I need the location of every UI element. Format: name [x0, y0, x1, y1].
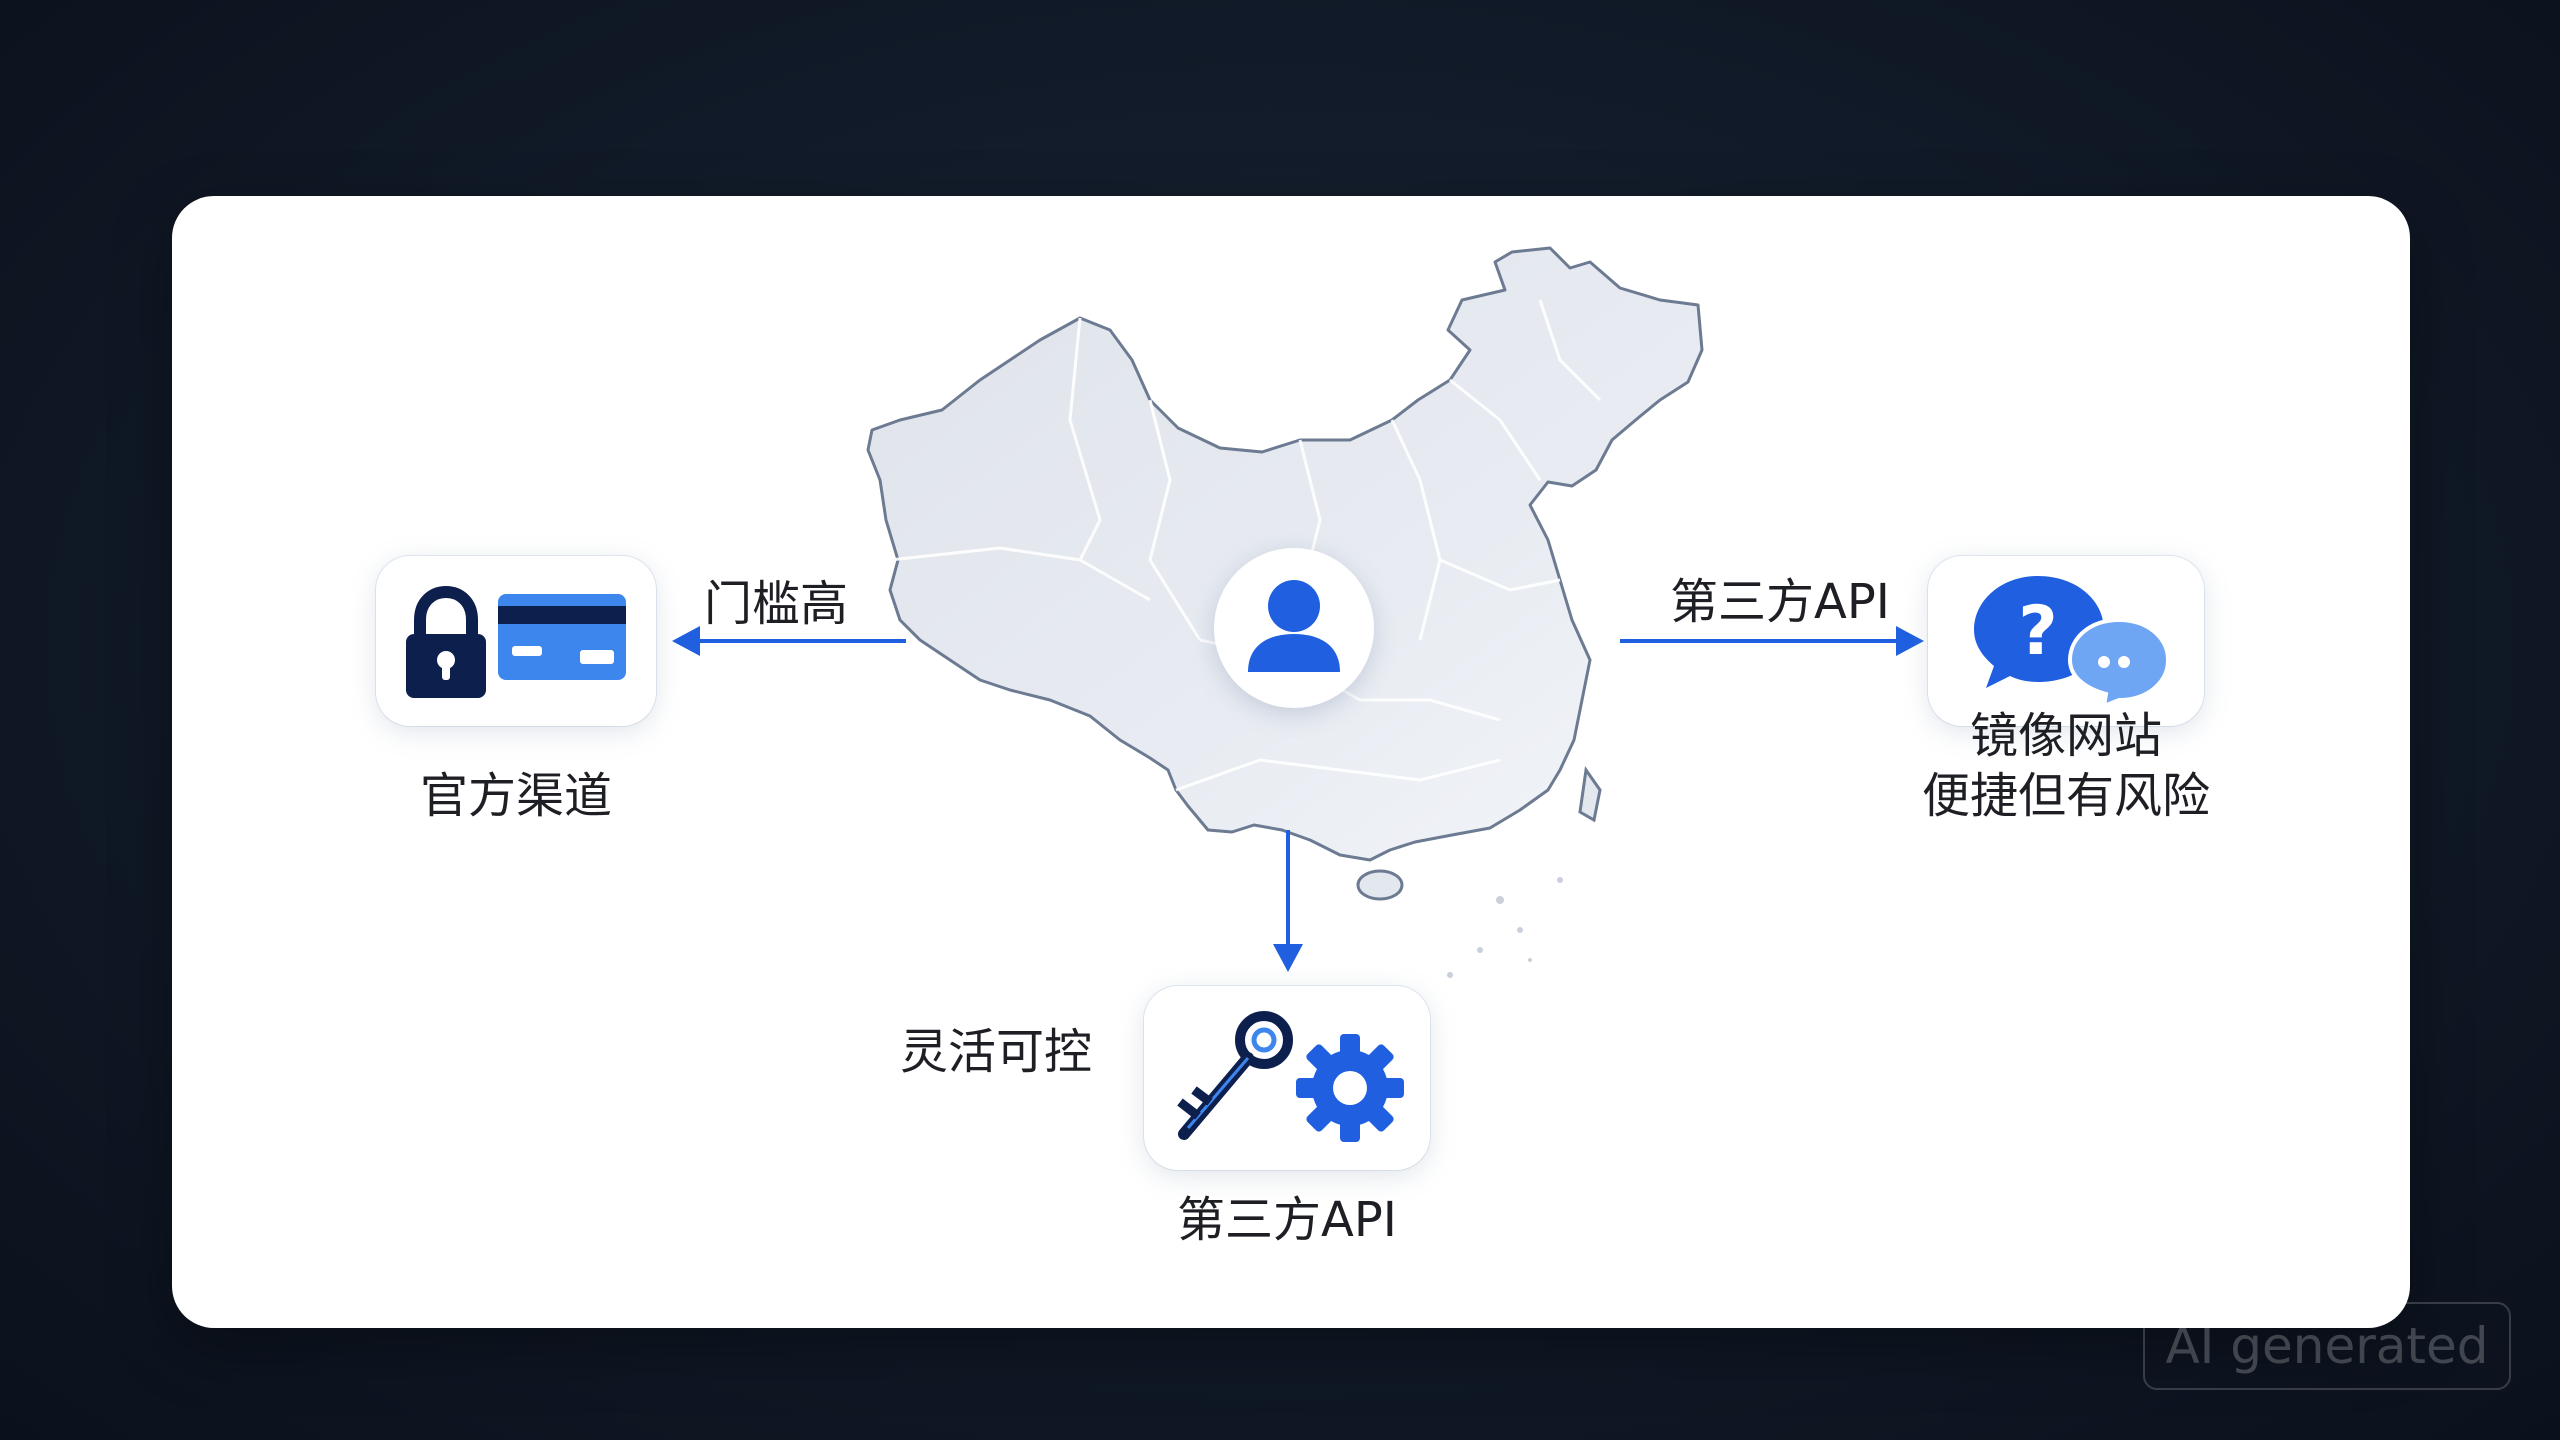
edge-label-left: 门槛高: [704, 576, 849, 632]
official-channel-tile: [376, 556, 656, 726]
mirror-site-label-line2: 便捷但有风险: [1921, 768, 2210, 824]
mirror-site-label-line1: 镜像网站: [1969, 708, 2162, 764]
chat-bubble-icon: [2067, 617, 2171, 710]
edge-label-bottom: 灵活可控: [900, 1024, 1093, 1080]
user-icon: [1248, 580, 1340, 672]
svg-text:?: ?: [2018, 592, 2057, 671]
official-channel-label: 官方渠道: [419, 768, 612, 824]
lock-icon: [406, 585, 486, 698]
credit-card-icon: [498, 594, 626, 680]
key-icon: [1177, 1011, 1293, 1140]
third-party-api-tile: [1144, 986, 1430, 1170]
gear-icon: [1296, 1034, 1404, 1142]
edge-label-right: 第三方API: [1670, 574, 1890, 630]
user-avatar: [1214, 548, 1374, 708]
mirror-site-tile: ?: [1928, 556, 2204, 726]
ai-generated-watermark: AI generated: [2143, 1302, 2511, 1390]
third-party-api-label: 第三方API: [1177, 1192, 1397, 1248]
